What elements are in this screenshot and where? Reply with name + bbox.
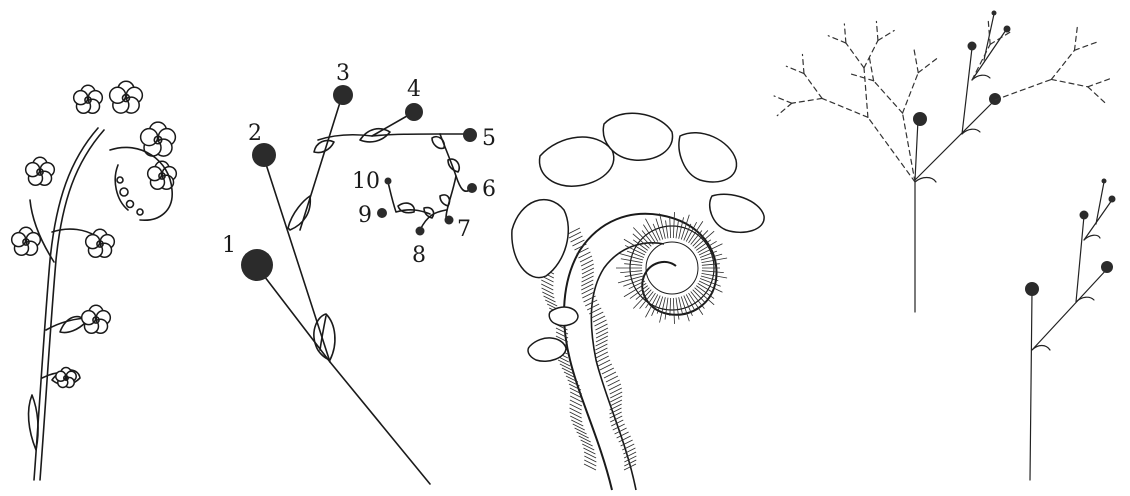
flower-icon [26, 157, 55, 185]
label-9: 9 [358, 203, 372, 228]
bud-marker [1004, 26, 1011, 33]
label-1: 1 [222, 233, 236, 258]
bud-marker [968, 42, 977, 51]
flower-icon [12, 227, 41, 255]
label-3: 3 [336, 61, 350, 86]
flower-marker-7 [445, 216, 454, 225]
flower-marker-10 [385, 178, 392, 185]
flower-marker-2 [252, 143, 276, 167]
hairy-scorpioid-cyme-sketch [512, 113, 764, 490]
label-7: 7 [457, 217, 471, 242]
bud-marker [992, 11, 997, 16]
lateral-flower [1101, 261, 1113, 273]
terminal-flower [1025, 282, 1039, 296]
flower-marker-5 [463, 128, 477, 142]
label-8: 8 [412, 243, 426, 268]
flower-marker-3 [333, 85, 353, 105]
label-5: 5 [482, 126, 496, 151]
flower-marker-9 [377, 208, 387, 218]
label-2: 2 [248, 121, 262, 146]
bud-marker [1109, 196, 1116, 203]
label-10: 10 [352, 169, 380, 194]
flower-marker-4 [405, 103, 423, 121]
flower-icon [74, 85, 103, 113]
dichasium-branching-diagram [774, 11, 1109, 313]
cyme-flower-sketch [12, 81, 177, 480]
bud-marker [1102, 179, 1107, 184]
terminal-flower [913, 112, 927, 126]
label-6: 6 [482, 177, 496, 202]
label-4: 4 [407, 77, 421, 102]
flower-marker-1 [241, 249, 273, 281]
bud-marker [1080, 211, 1089, 220]
flower-icon [110, 81, 143, 113]
numbered-cyme-diagram: 1 2 3 4 5 6 7 8 9 10 [222, 61, 496, 484]
flower-marker-8 [416, 227, 425, 236]
flower-marker-6 [467, 183, 477, 193]
monochasium-diagram [1025, 179, 1116, 481]
flower-icon [82, 305, 111, 333]
